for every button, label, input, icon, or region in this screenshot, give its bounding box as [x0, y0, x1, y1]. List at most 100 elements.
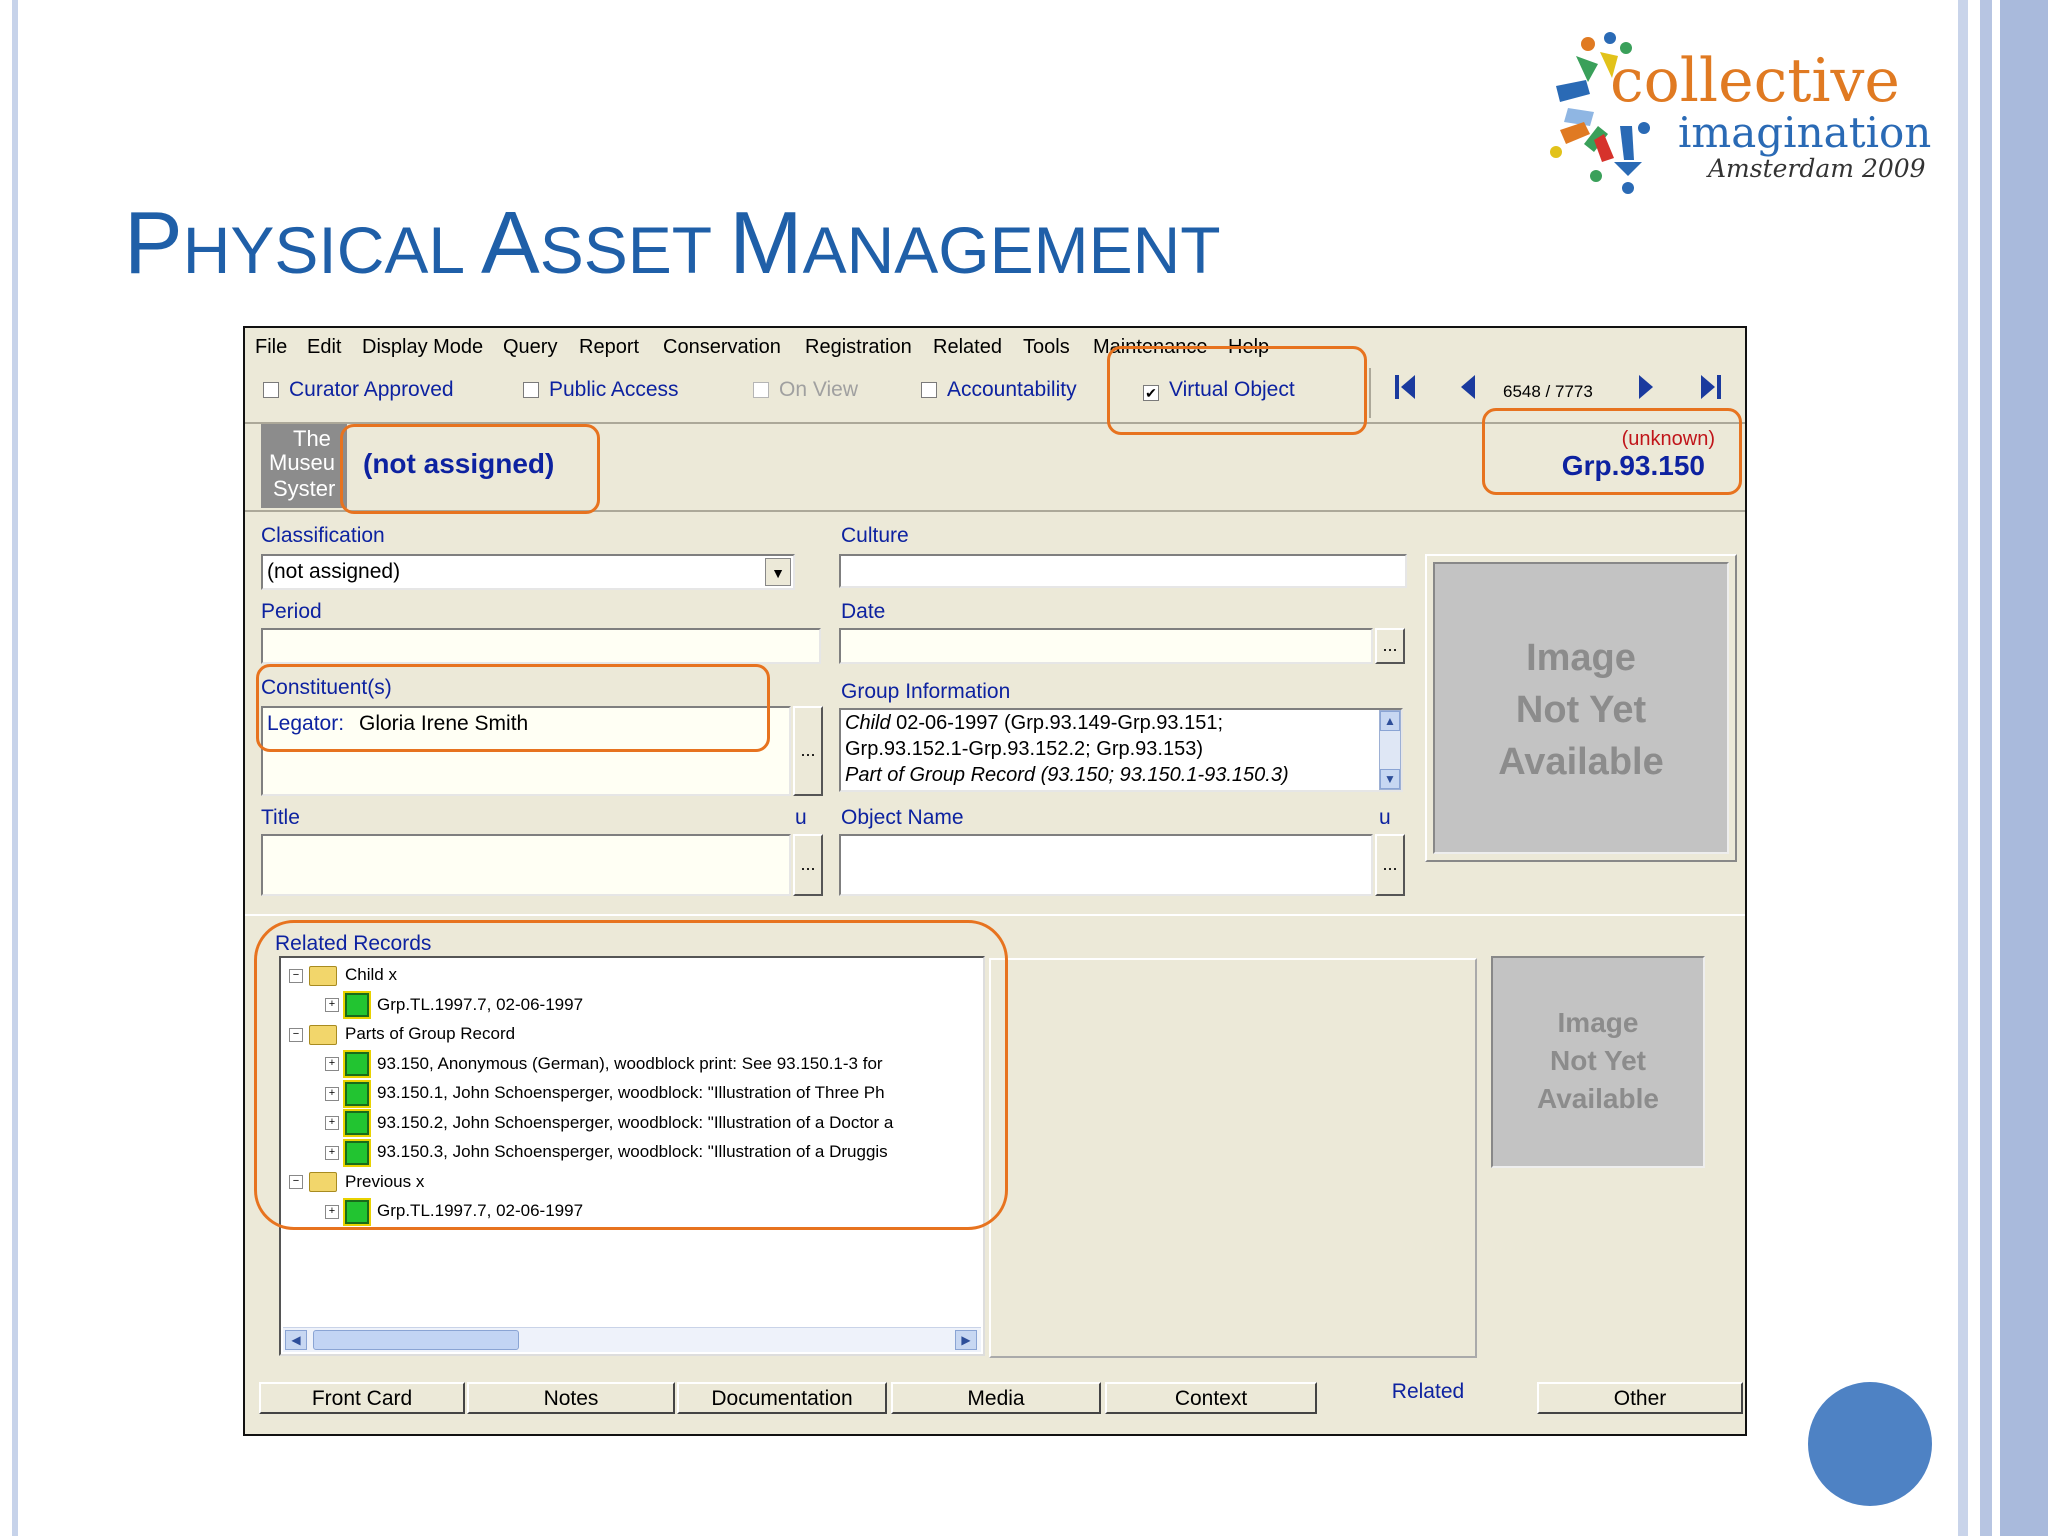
group-information-label: Group Information [841, 680, 1011, 703]
date-input[interactable] [839, 628, 1373, 664]
logo-text-amsterdam: Amsterdam 2009 [1708, 154, 1926, 183]
highlight-related-records [254, 920, 1008, 1230]
collapse-icon[interactable]: − [289, 1027, 303, 1042]
museum-logo-line: Museu [269, 450, 336, 475]
expand-icon[interactable]: + [325, 1204, 339, 1219]
menu-tools[interactable]: Tools [1023, 336, 1070, 358]
dropdown-arrow-icon[interactable]: ▼ [765, 558, 791, 586]
previous-record-button[interactable] [1459, 374, 1475, 407]
checkbox-box[interactable] [753, 382, 769, 398]
toolbar-separator [1369, 368, 1371, 418]
tree-record-row[interactable]: +Grp.TL.1997.7, 02-06-1997 [325, 991, 583, 1020]
title-input[interactable] [261, 834, 791, 896]
group-info-line3: Part of Group Record (93.150; 93.150.1-9… [845, 764, 1289, 786]
tab-other[interactable]: Other [1537, 1382, 1743, 1414]
scroll-down-icon[interactable]: ▼ [1380, 769, 1400, 789]
scroll-right-icon[interactable]: ▶ [955, 1330, 977, 1350]
menu-registration[interactable]: Registration [805, 336, 912, 358]
on-view-checkbox[interactable]: On View [753, 378, 858, 402]
tree-folder-row[interactable]: −Previous x [289, 1169, 424, 1195]
object-name-lookup-button[interactable]: ... [1375, 834, 1405, 896]
tab-documentation[interactable]: Documentation [677, 1382, 887, 1414]
related-records-tree[interactable]: −Child x+Grp.TL.1997.7, 02-06-1997−Parts… [279, 956, 985, 1356]
tab-context[interactable]: Context [1105, 1382, 1317, 1414]
classification-dropdown[interactable]: (not assigned) ▼ [261, 554, 795, 590]
menu-query[interactable]: Query [503, 336, 558, 358]
related-image-placeholder[interactable]: Image Not Yet Available [1491, 956, 1705, 1168]
expand-icon[interactable]: + [325, 1145, 339, 1160]
scroll-left-icon[interactable]: ◀ [285, 1330, 307, 1350]
group-information-box[interactable]: Child 02-06-1997 (Grp.93.149-Grp.93.151;… [839, 708, 1403, 792]
related-detail-panel [989, 958, 1477, 1358]
checkbox-box[interactable] [263, 382, 279, 398]
object-name-input[interactable] [839, 834, 1373, 896]
expand-icon[interactable]: + [325, 1057, 339, 1072]
title-initial: A [481, 193, 540, 292]
curator-approved-checkbox[interactable]: Curator Approved [263, 378, 454, 402]
image-placeholder-line: Image [1526, 637, 1636, 679]
group-info-scrollbar[interactable]: ▲ ▼ [1379, 710, 1401, 790]
menu-edit[interactable]: Edit [307, 336, 342, 358]
tree-folder-row[interactable]: −Child x [289, 962, 397, 988]
menu-file[interactable]: File [255, 336, 288, 358]
tree-record-row[interactable]: +93.150, Anonymous (German), woodblock p… [325, 1050, 883, 1079]
tab-media[interactable]: Media [891, 1382, 1101, 1414]
image-frame [1425, 554, 1737, 862]
checkbox-box[interactable] [921, 382, 937, 398]
last-record-button[interactable] [1699, 374, 1721, 407]
tree-record-row[interactable]: +93.150.2, John Schoensperger, woodblock… [325, 1109, 894, 1138]
image-placeholder-line: Not Yet [1550, 1045, 1646, 1076]
constituents-label: Constituent(s) [261, 676, 392, 699]
checkbox-box-checked[interactable]: ✔ [1143, 385, 1159, 401]
date-lookup-button[interactable]: ... [1375, 628, 1405, 664]
accountability-checkbox[interactable]: Accountability [921, 378, 1077, 402]
tree-record-row[interactable]: +93.150.3, John Schoensperger, woodblock… [325, 1138, 888, 1167]
menu-report[interactable]: Report [579, 336, 640, 358]
image-placeholder[interactable]: Image Not Yet Available [1433, 562, 1729, 854]
constituent-role: Legator: [267, 712, 345, 735]
tree-row-label: 93.150.2, John Schoensperger, woodblock:… [377, 1112, 894, 1132]
checkbox-label: On View [779, 378, 858, 401]
conference-logo: collective imagination Amsterdam 2009 [1548, 26, 1931, 206]
highlight-object-number [1482, 408, 1742, 495]
menu-display-mode[interactable]: Display Mode [362, 336, 484, 358]
virtual-object-checkbox[interactable]: ✔Virtual Object [1143, 378, 1295, 402]
record-counter: 6548 / 7773 [1503, 382, 1593, 401]
scroll-thumb[interactable] [313, 1330, 519, 1350]
title-lookup-button[interactable]: ... [793, 834, 823, 896]
object-name-label: Object Name [841, 806, 964, 829]
expand-icon[interactable]: + [325, 1086, 339, 1101]
tab-front-card[interactable]: Front Card [259, 1382, 465, 1414]
header-divider [245, 422, 1745, 424]
group-info-child-prefix: Child [845, 712, 891, 734]
checkbox-box[interactable] [523, 382, 539, 398]
next-record-button[interactable] [1639, 374, 1655, 407]
constituents-lookup-button[interactable]: ... [793, 706, 823, 796]
checkbox-label: Public Access [549, 378, 679, 401]
tree-record-row[interactable]: +Grp.TL.1997.7, 02-06-1997 [325, 1197, 583, 1226]
tree-folder-row[interactable]: −Parts of Group Record [289, 1021, 515, 1047]
collapse-icon[interactable]: − [289, 968, 303, 983]
title-rest: ANAGEMENT [802, 213, 1221, 287]
folder-icon [309, 1172, 337, 1193]
culture-input[interactable] [839, 554, 1407, 588]
checkbox-label: Accountability [947, 378, 1077, 401]
tree-horizontal-scrollbar[interactable]: ◀ ▶ [283, 1327, 981, 1352]
logo-text-collective: collective [1610, 46, 1900, 116]
menu-related[interactable]: Related [933, 336, 1002, 358]
period-input[interactable] [261, 628, 821, 664]
group-info-line2: Grp.93.152.1-Grp.93.152.2; Grp.93.153) [845, 738, 1203, 760]
tab-related-active[interactable]: Related [1319, 1378, 1537, 1414]
menu-conservation[interactable]: Conservation [663, 336, 781, 358]
first-record-button[interactable] [1395, 374, 1417, 407]
expand-icon[interactable]: + [325, 1116, 339, 1131]
object-name-u-marker: u [1379, 806, 1391, 829]
image-placeholder-line: Available [1537, 1083, 1659, 1114]
public-access-checkbox[interactable]: Public Access [523, 378, 679, 402]
image-placeholder-line: Not Yet [1515, 689, 1647, 731]
scroll-up-icon[interactable]: ▲ [1380, 711, 1400, 731]
expand-icon[interactable]: + [325, 998, 339, 1013]
tree-record-row[interactable]: +93.150.1, John Schoensperger, woodblock… [325, 1079, 885, 1108]
collapse-icon[interactable]: − [289, 1175, 303, 1190]
tab-notes[interactable]: Notes [467, 1382, 675, 1414]
